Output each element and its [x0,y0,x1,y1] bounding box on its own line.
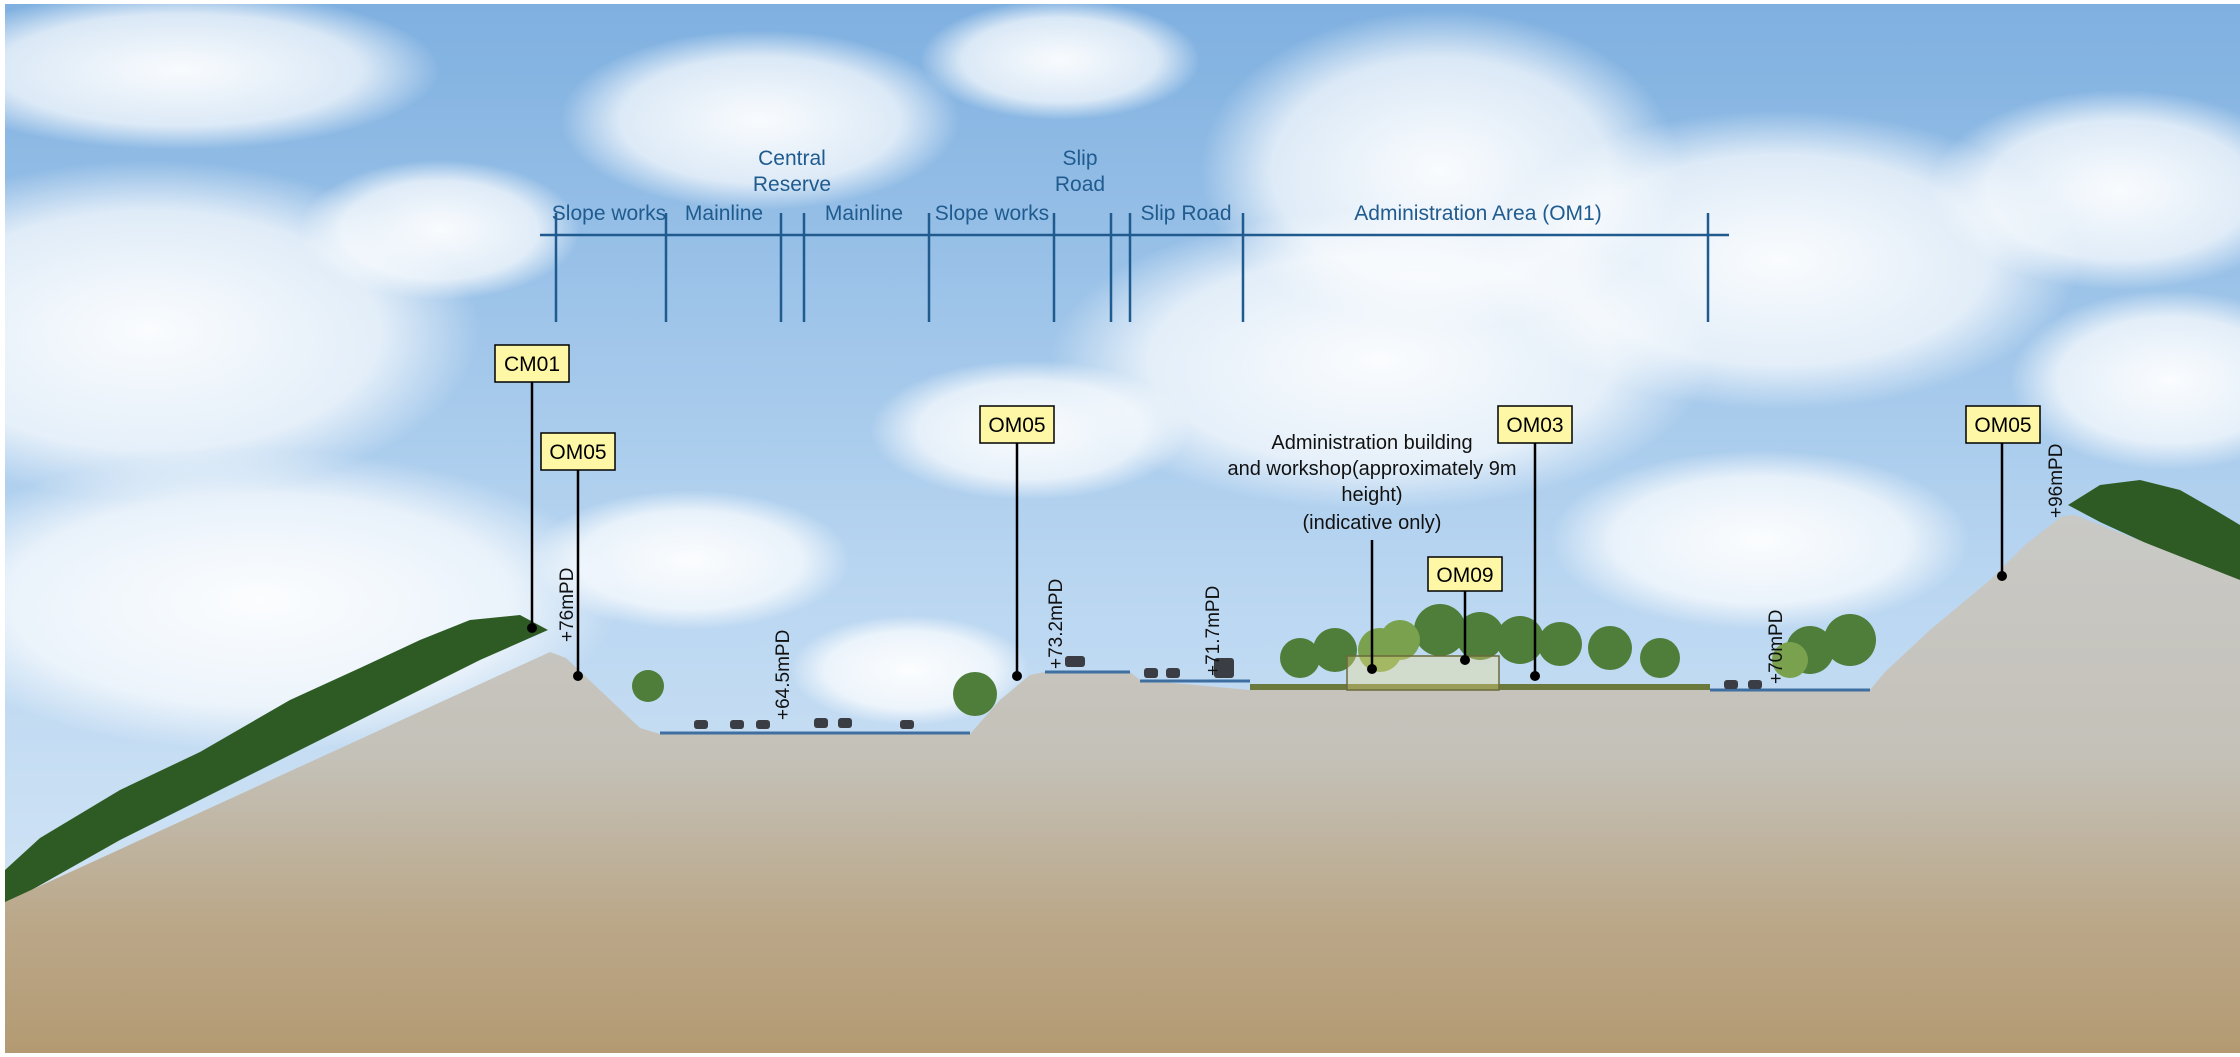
tag-om05-mid-label: OM05 [988,414,1045,437]
tag-cm01: CM01 [494,344,570,383]
zone-label-slip-road-1-line1: Slip [1062,147,1097,170]
zone-label-admin-area: Administration Area (OM1) [1354,202,1601,225]
zone-label-slip-road-2: Slip Road [1140,202,1231,225]
zone-label-mainline-2: Mainline [825,202,903,225]
tag-om03: OM03 [1497,405,1573,444]
tag-cm01-label: CM01 [504,353,560,376]
trees [632,604,1876,716]
zone-dimension-lines [540,213,1729,322]
tag-om05-left: OM05 [540,432,616,471]
zone-label-slip-road-1-line2: Road [1055,173,1105,196]
vehicles [694,656,1762,729]
admin-building-note: Administration building and workshop(app… [1227,432,1516,534]
admin-note-line3: height) [1341,484,1402,506]
level-slip-road: +71.7mPD [1203,586,1224,676]
zone-label-slope-works-2: Slope works [935,202,1049,225]
level-right-crest: +96mPD [2046,444,2067,518]
level-admin: +70mPD [1766,610,1787,684]
level-mainline: +64.5mPD [773,630,794,720]
tag-om09: OM09 [1427,556,1503,592]
road-surfaces [660,670,1870,735]
tag-leader-lines [530,382,2004,676]
leader-dots [527,571,2007,681]
level-left-crest: +76mPD [557,568,578,642]
zone-label-central-reserve-line1: Central [758,147,826,170]
zone-label-mainline-1: Mainline [685,202,763,225]
tag-om05-right: OM05 [1965,405,2041,444]
zone-label-slope-works-1: Slope works [552,202,666,225]
admin-landscape-strip [1250,684,1710,690]
admin-note-line1: Administration building [1271,432,1472,454]
clouds [0,0,2240,750]
tag-om05-left-label: OM05 [549,441,606,464]
level-slip-crest: +73.2mPD [1046,579,1067,669]
zone-label-central-reserve-line2: Reserve [753,173,831,196]
left-vegetation [5,615,548,905]
tag-om05-right-label: OM05 [1974,414,2031,437]
right-vegetation [2068,480,2240,590]
ground-section [5,515,2240,1053]
tag-om05-mid: OM05 [979,405,1055,444]
admin-note-line2: and workshop(approximately 9m [1227,458,1516,480]
tag-om09-label: OM09 [1436,564,1493,587]
admin-note-line4: (indicative only) [1303,512,1442,534]
tag-om03-label: OM03 [1506,414,1563,437]
